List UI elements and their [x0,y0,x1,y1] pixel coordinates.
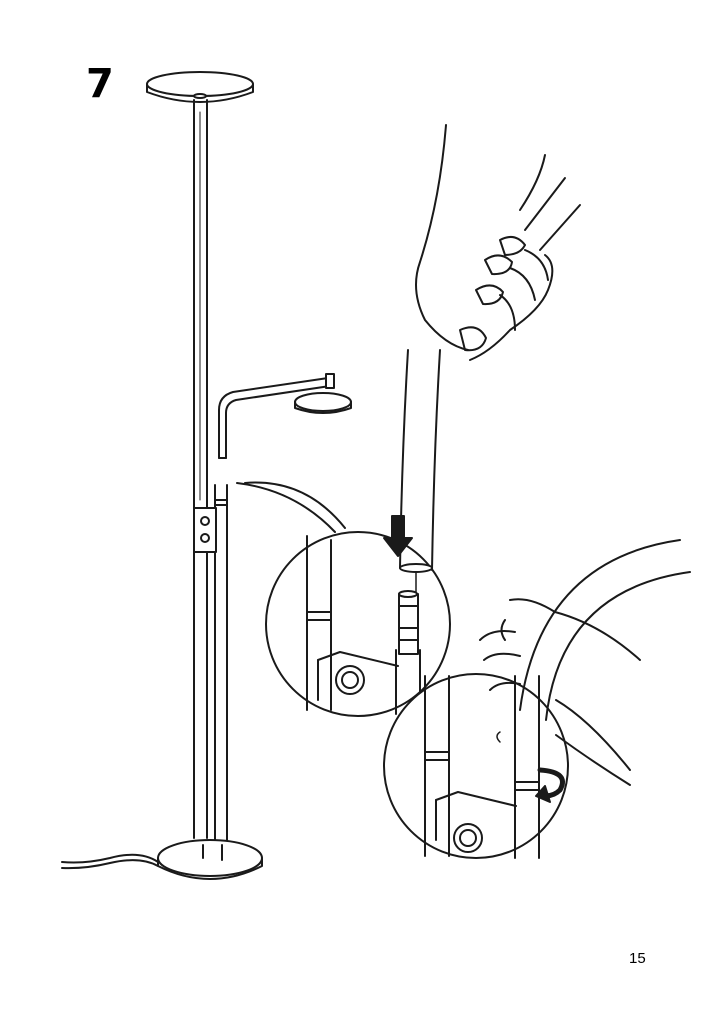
detail-circle-icon [384,674,568,858]
step-number: 7 [86,61,114,107]
tube-arc [520,540,680,710]
hand-icon [400,125,580,592]
floor-lamp-icon [62,72,351,879]
detail-circle-icon [266,532,450,716]
rotate-arrow-icon [497,732,563,802]
page-number: 15 [629,950,646,967]
callout-pointer [237,483,335,532]
hand-icon [480,599,640,785]
arrow-down-icon [384,516,412,556]
